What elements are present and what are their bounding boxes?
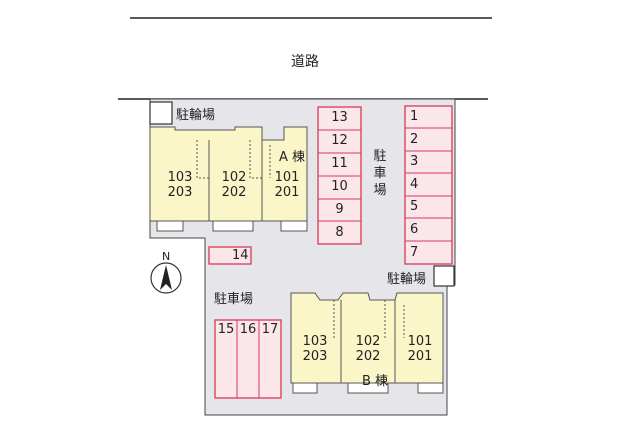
unit-number: 203: [167, 185, 193, 200]
parking-space-14: [208, 246, 252, 265]
compass-icon: [150, 262, 182, 294]
parking-space-6: 6: [410, 222, 419, 237]
unit-number: 102: [355, 334, 381, 349]
unit-number: 102: [221, 170, 247, 185]
compass-north-label: N: [162, 250, 171, 263]
parking-middle-column: [317, 106, 362, 245]
unit-number: 103: [302, 334, 328, 349]
building-b: [290, 292, 444, 394]
parking-label-left: 駐車場: [214, 292, 254, 307]
unit-number: 203: [302, 349, 328, 364]
unit-number: 101: [274, 170, 300, 185]
unit-number: 201: [274, 185, 300, 200]
building-b-unit-101: 101 201: [403, 334, 437, 364]
building-a-unit-103: 103 203: [163, 170, 197, 200]
bicycle-parking-right: [433, 265, 455, 287]
building-a-unit-102: 102 202: [217, 170, 251, 200]
parking-space-15: 15: [217, 322, 235, 337]
unit-number: 202: [221, 185, 247, 200]
parking-space-14-label: 14: [232, 248, 249, 263]
bicycle-parking-top: [149, 101, 173, 125]
parking-space-2: 2: [410, 132, 419, 147]
road-label: 道路: [291, 54, 319, 70]
parking-space-13: 13: [331, 110, 348, 125]
unit-number: 103: [167, 170, 193, 185]
parking-space-5: 5: [410, 199, 419, 214]
parking-label-middle: 駐車場: [373, 149, 387, 198]
parking-space-12: 12: [331, 133, 348, 148]
building-b-name: B 棟: [362, 374, 389, 389]
unit-number: 101: [407, 334, 433, 349]
parking-space-7: 7: [410, 245, 419, 260]
building-a: [149, 126, 308, 232]
parking-space-17: 17: [261, 322, 279, 337]
parking-bottom-row: [214, 319, 282, 399]
parking-space-8: 8: [335, 225, 344, 240]
parking-space-9: 9: [335, 202, 344, 217]
building-b-unit-103: 103 203: [298, 334, 332, 364]
unit-number: 202: [355, 349, 381, 364]
parking-space-3: 3: [410, 154, 419, 169]
bicycle-parking-right-label: 駐輪場: [387, 272, 427, 287]
unit-number: 201: [407, 349, 433, 364]
building-a-name: A 棟: [279, 150, 306, 165]
building-a-unit-101: 101 201: [270, 170, 304, 200]
parking-space-4: 4: [410, 177, 419, 192]
parking-right-column: [404, 105, 453, 265]
parking-space-16: 16: [239, 322, 257, 337]
parking-space-1: 1: [410, 109, 419, 124]
bicycle-parking-top-label: 駐輪場: [176, 108, 216, 123]
parking-space-11: 11: [331, 156, 348, 171]
parking-space-10: 10: [331, 179, 348, 194]
building-b-unit-102: 102 202: [351, 334, 385, 364]
